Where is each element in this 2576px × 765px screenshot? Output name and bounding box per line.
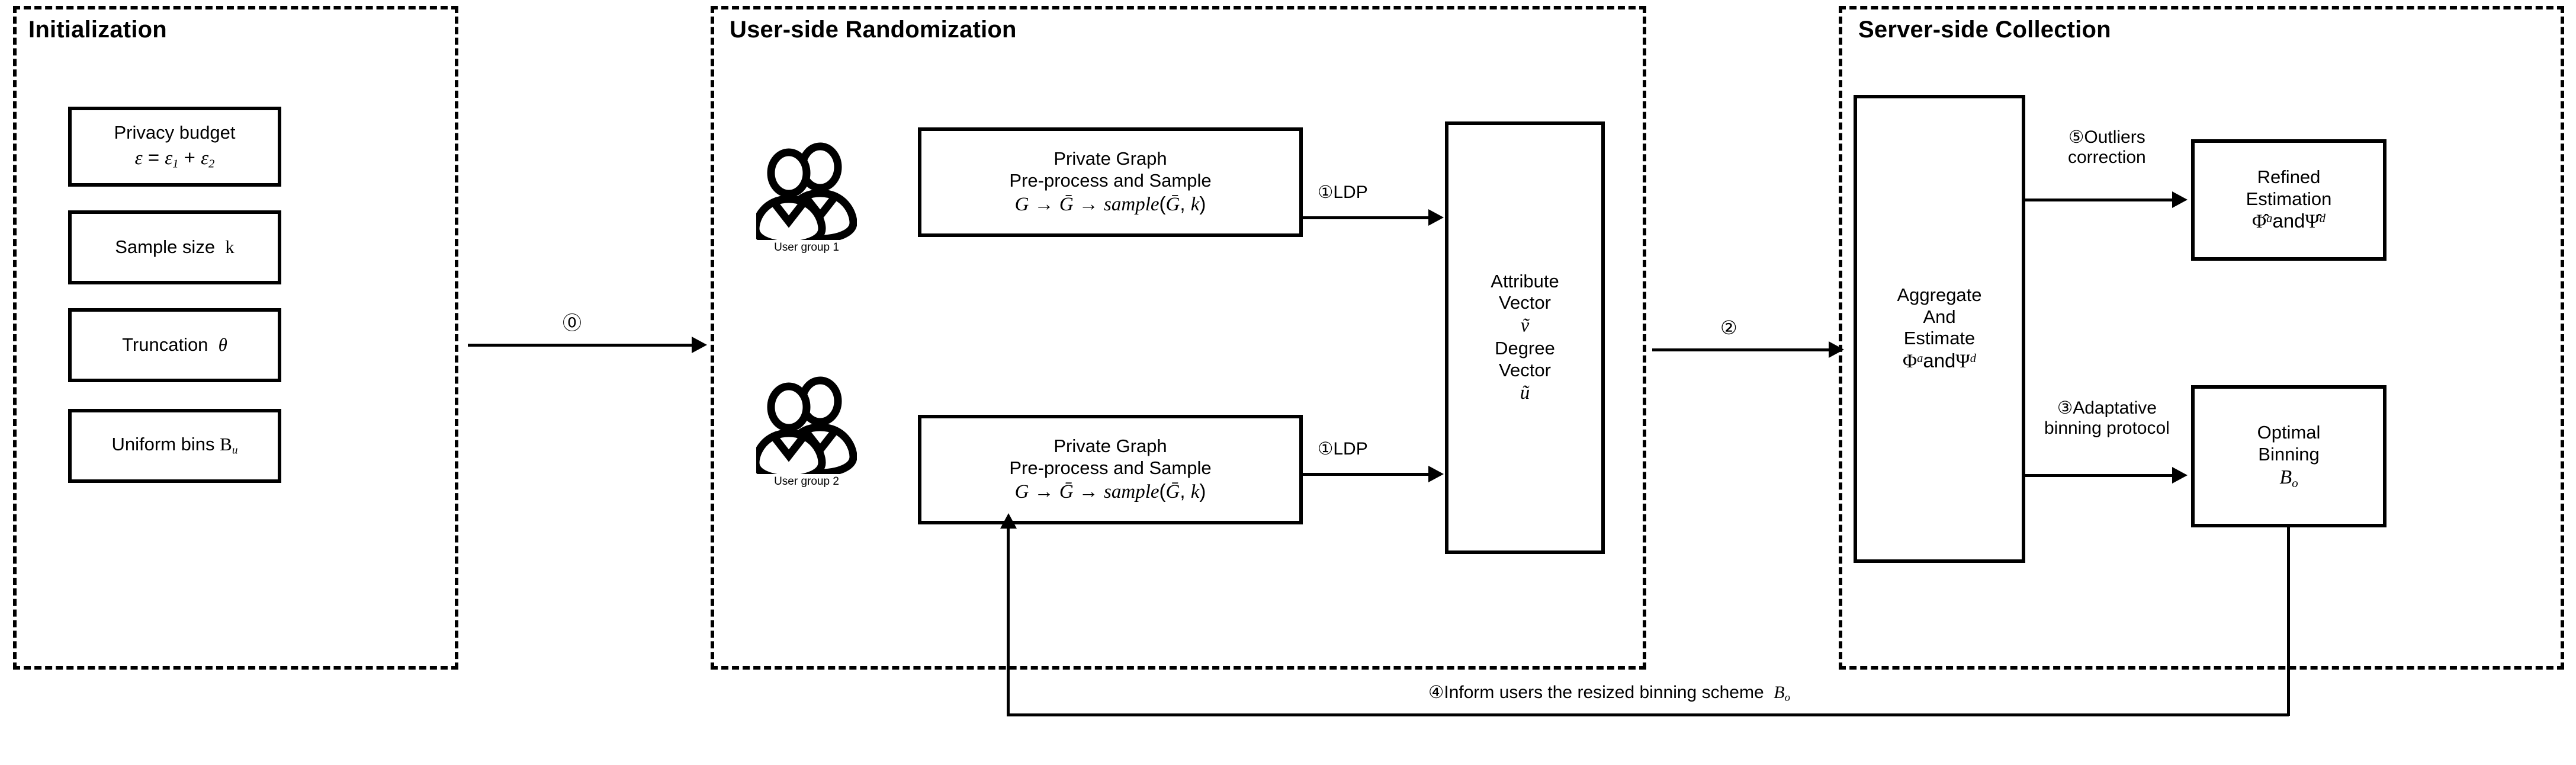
binning-line1: Optimal bbox=[2257, 422, 2321, 443]
box-privacy-budget: Privacy budget ε = ε1 + ε2 bbox=[68, 107, 281, 187]
user-group-icon bbox=[756, 376, 857, 474]
box-truncation: Truncation θ bbox=[68, 308, 281, 382]
private-graph-2-line2: Pre-process and Sample bbox=[1009, 457, 1212, 478]
attribute-vector-line1: Attribute bbox=[1491, 270, 1559, 292]
binning-formula: Bo bbox=[2279, 466, 2298, 491]
refined-line2: Estimation bbox=[2246, 188, 2332, 209]
binning-line2: Binning bbox=[2258, 443, 2320, 465]
user-group-2-label: User group 2 bbox=[774, 475, 839, 488]
private-graph-2-formula: G → Ḡ → sample(Ḡ, k) bbox=[1014, 480, 1206, 503]
arrow-step0-line bbox=[468, 344, 693, 347]
arrow-step3-head bbox=[2172, 467, 2188, 484]
box-refined-estimation: Refined Estimation Φ̂aandΨ̂d bbox=[2191, 139, 2387, 261]
privacy-budget-label: Privacy budget bbox=[114, 122, 236, 143]
arrow-step1b-head bbox=[1428, 466, 1444, 482]
arrow-step4-right-segment bbox=[2287, 526, 2290, 716]
box-aggregate-estimate: Aggregate And Estimate ΦaandΨd bbox=[1854, 95, 2025, 563]
sample-size-label: Sample size k bbox=[115, 236, 235, 258]
arrow-step4-head bbox=[1000, 513, 1017, 529]
user-group-1: User group 1 bbox=[747, 142, 866, 254]
arrow-step2-label: ② bbox=[1720, 317, 1737, 338]
degree-vector-line2: Vector bbox=[1499, 359, 1551, 380]
private-graph-1-line1: Private Graph bbox=[1053, 148, 1167, 169]
arrow-step1a-line bbox=[1303, 216, 1430, 219]
truncation-label: Truncation θ bbox=[122, 334, 227, 356]
aggregate-formula: ΦaandΨd bbox=[1903, 349, 1976, 372]
arrow-step1b-line bbox=[1303, 473, 1430, 476]
box-attribute-degree-vector: Attribute Vector ṽ Degree Vector ũ bbox=[1445, 121, 1605, 554]
box-private-graph-1: Private Graph Pre-process and Sample G →… bbox=[918, 127, 1303, 237]
arrow-step0-label: ⓪ bbox=[563, 312, 582, 334]
panel-initialization-title: Initialization bbox=[28, 17, 167, 43]
panel-user-side-title: User-side Randomization bbox=[730, 17, 1017, 43]
aggregate-line1: Aggregate bbox=[1897, 284, 1982, 306]
box-sample-size: Sample size k bbox=[68, 210, 281, 284]
arrow-step2-line bbox=[1652, 348, 1830, 351]
panel-initialization bbox=[13, 6, 458, 670]
arrow-step1a-label: ①LDP bbox=[1318, 182, 1368, 202]
degree-vector-line1: Degree bbox=[1495, 338, 1555, 359]
refined-line1: Refined bbox=[2257, 166, 2321, 187]
attribute-vector-symbol: ṽ bbox=[1520, 315, 1530, 337]
user-group-1-label: User group 1 bbox=[774, 241, 839, 254]
arrow-step4-left-segment bbox=[1007, 527, 1010, 716]
panel-server-side-title: Server-side Collection bbox=[1858, 17, 2111, 43]
panel-server-side bbox=[1839, 6, 2564, 670]
arrow-step4-bottom-segment bbox=[1007, 713, 2289, 716]
uniform-bins-label: Uniform bins Bu bbox=[111, 434, 238, 457]
arrow-step1b-label: ①LDP bbox=[1318, 438, 1368, 459]
arrow-step1a-head bbox=[1428, 209, 1444, 226]
user-group-icon bbox=[756, 142, 857, 240]
refined-formula: Φ̂aandΨ̂d bbox=[2252, 210, 2326, 233]
box-private-graph-2: Private Graph Pre-process and Sample G →… bbox=[918, 415, 1303, 524]
aggregate-line3: Estimate bbox=[1903, 328, 1976, 349]
privacy-budget-formula: ε = ε1 + ε2 bbox=[134, 146, 215, 171]
private-graph-1-formula: G → Ḡ → sample(Ḡ, k) bbox=[1014, 193, 1206, 216]
private-graph-2-line1: Private Graph bbox=[1053, 435, 1167, 456]
aggregate-line2: And bbox=[1923, 306, 1956, 327]
arrow-step4-label: ④Inform users the resized binning scheme… bbox=[1428, 682, 1790, 705]
panel-user-side bbox=[711, 6, 1646, 670]
arrow-step5-head bbox=[2172, 191, 2188, 208]
user-group-2: User group 2 bbox=[747, 376, 866, 488]
private-graph-1-line2: Pre-process and Sample bbox=[1009, 169, 1212, 191]
arrow-step3-line bbox=[2025, 474, 2173, 477]
box-optimal-binning: Optimal Binning Bo bbox=[2191, 385, 2387, 527]
box-uniform-bins: Uniform bins Bu bbox=[68, 409, 281, 483]
arrow-step0-head bbox=[692, 337, 707, 353]
arrow-step5-line bbox=[2025, 199, 2173, 201]
attribute-vector-line2: Vector bbox=[1499, 292, 1551, 313]
degree-vector-symbol: ũ bbox=[1520, 382, 1530, 404]
